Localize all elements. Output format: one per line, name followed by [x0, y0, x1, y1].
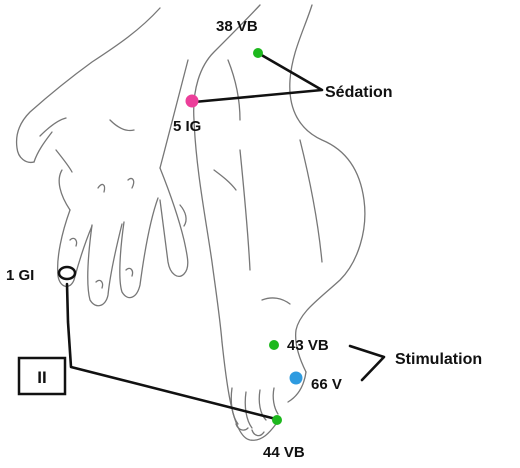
point-1gi	[59, 267, 75, 279]
label-44vb: 44 VB	[263, 444, 305, 461]
stimulation-label: Stimulation	[395, 351, 482, 368]
point-5ig	[186, 95, 199, 108]
label-66v: 66 V	[311, 376, 342, 393]
sedation-label: Sédation	[325, 84, 393, 101]
point-38vb	[253, 48, 263, 58]
point-labels: 38 VB 5 IG 1 GI 43 VB 66 V 44 VB Sédatio…	[6, 18, 482, 461]
sedation-connector	[194, 53, 322, 102]
label-5ig: 5 IG	[173, 118, 201, 135]
point-66v	[290, 372, 303, 385]
label-43vb: 43 VB	[287, 337, 329, 354]
box-label: II	[37, 368, 46, 387]
label-38vb: 38 VB	[216, 18, 258, 35]
foot-sketch	[194, 5, 365, 440]
point-44vb	[272, 415, 282, 425]
point-43vb	[269, 340, 279, 350]
hand-sketch	[17, 8, 188, 306]
acupoints	[59, 48, 303, 425]
meridian-box: II	[19, 358, 65, 394]
connector-lines	[67, 53, 384, 419]
stimulation-connector	[350, 346, 384, 380]
tonification-connector	[67, 284, 276, 419]
label-1gi: 1 GI	[6, 267, 34, 284]
